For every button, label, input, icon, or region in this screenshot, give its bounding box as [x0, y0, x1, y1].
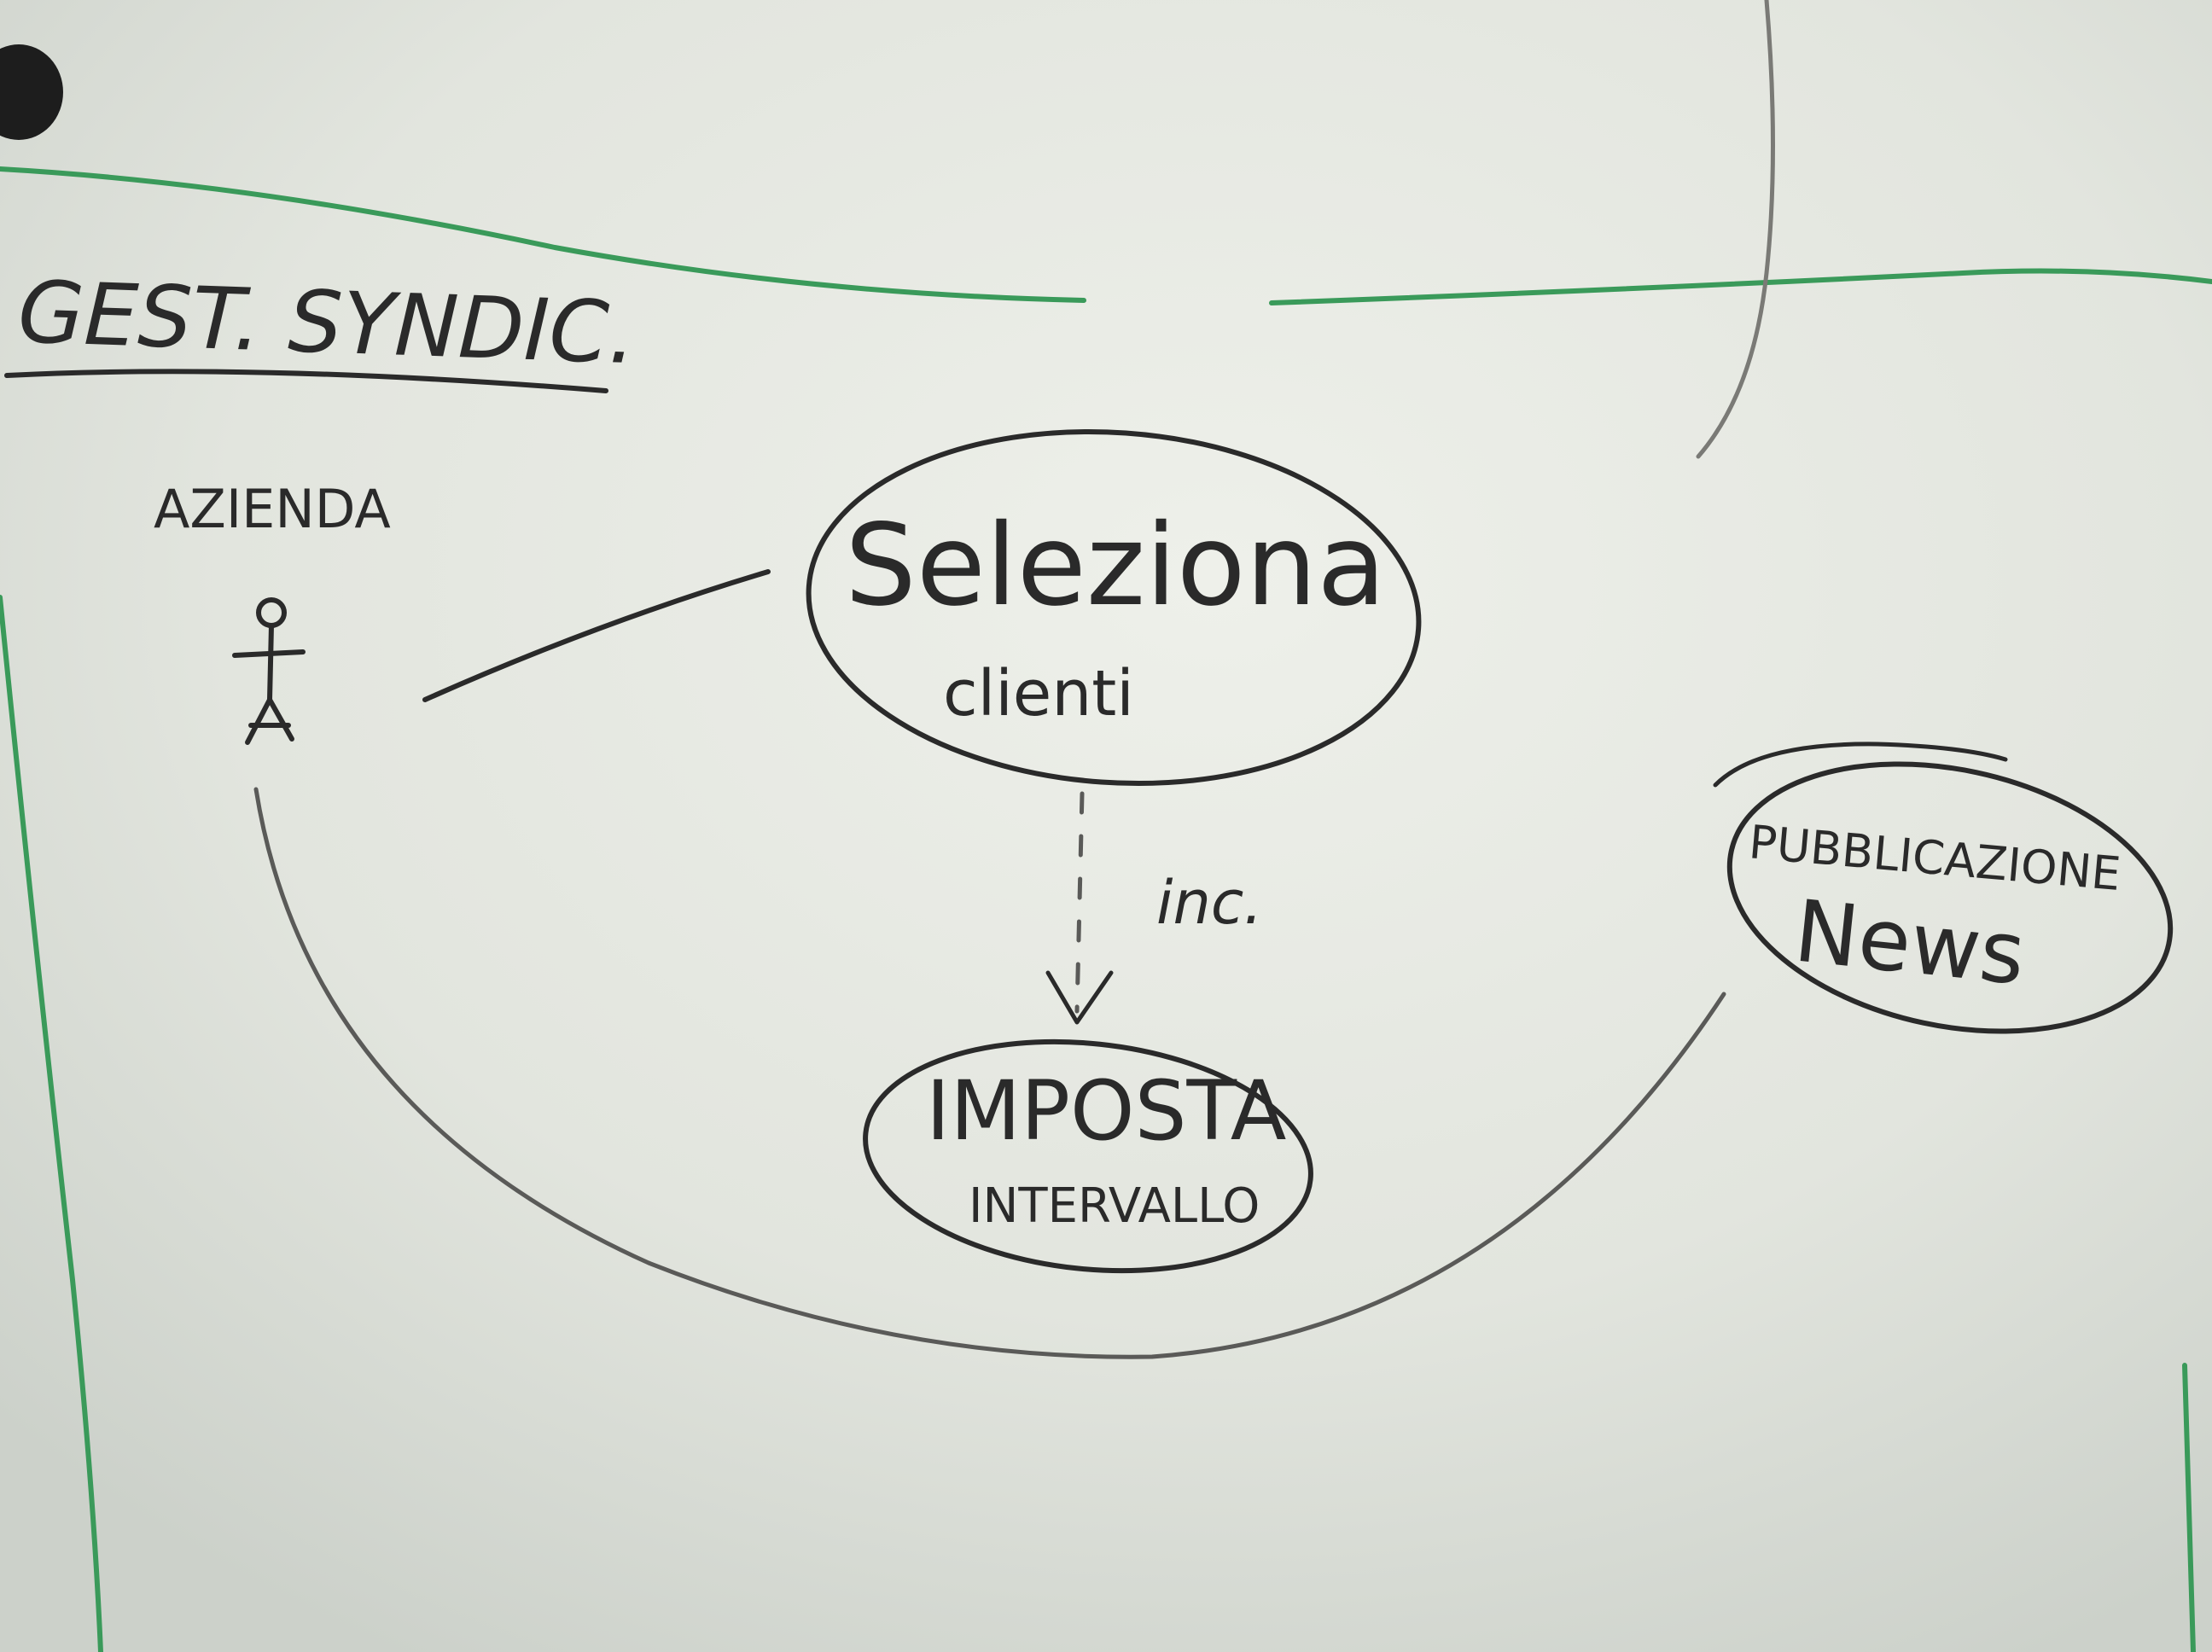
frame-line-top-left [0, 166, 1086, 303]
frame-line-right-edge [2182, 1363, 2196, 1652]
use-case-imposta-title: IMPOSTA [926, 1063, 1286, 1159]
use-case-imposta-ellipse [863, 1038, 1313, 1274]
actor-stick-figure [232, 597, 306, 745]
association-actor-pubblicazione [253, 787, 1726, 1359]
include-arrow-head [1045, 970, 1114, 1025]
use-case-seleziona-title: Seleziona [845, 500, 1386, 631]
page-title: GEST. SYNDIC. [16, 262, 637, 383]
association-actor-seleziona [422, 569, 771, 702]
include-label: inc. [1156, 868, 1263, 938]
use-case-imposta-subtitle: INTERVALLO [969, 1178, 1260, 1234]
use-case-pubblicazione-subtitle: News [1790, 881, 2029, 1005]
use-case-imposta: IMPOSTA INTERVALLO [863, 1038, 1313, 1274]
use-case-pubblicazione-ellipse [1726, 761, 2174, 1034]
use-case-seleziona-subtitle: clienti [943, 657, 1134, 730]
pale-divider-line [1696, 0, 1775, 459]
frame-line-top-right [1269, 268, 2212, 305]
actor-label: AZIENDA [154, 478, 391, 540]
use-case-seleziona: Seleziona clienti [806, 428, 1422, 787]
include-arrow-line [1074, 791, 1085, 1014]
use-case-pubblicazione-outer-stroke [1713, 742, 2008, 788]
magnet [0, 44, 63, 140]
frame-line-left [0, 595, 103, 1652]
use-case-seleziona-ellipse [806, 428, 1422, 787]
title-underline [4, 369, 608, 393]
frame-lines [0, 166, 2212, 1652]
actor: AZIENDA [154, 478, 391, 745]
